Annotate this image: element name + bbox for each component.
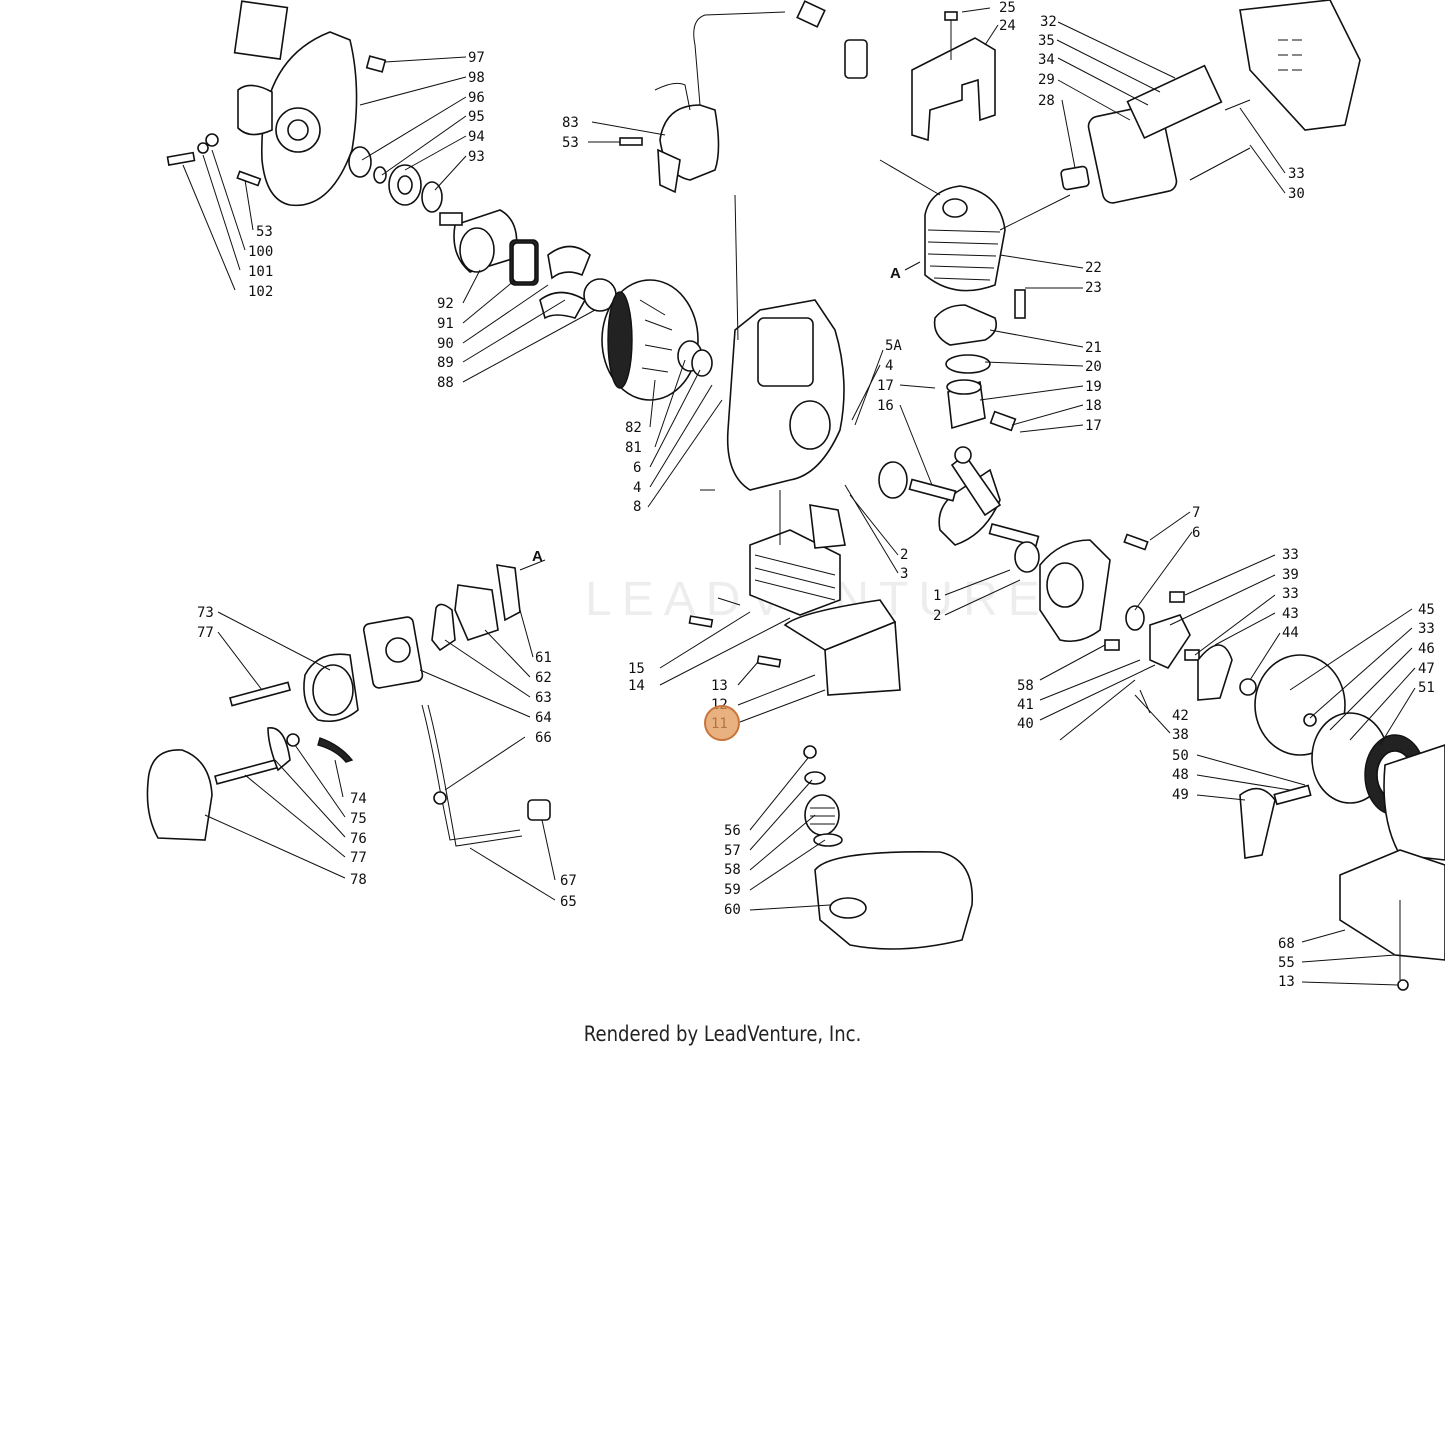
part-label[interactable]: 33 [1288, 166, 1305, 182]
part-label[interactable]: 58 [724, 862, 741, 878]
part-label[interactable]: 16 [877, 398, 894, 414]
part-label[interactable]: 42 [1172, 708, 1189, 724]
part-label[interactable]: 46 [1418, 641, 1435, 657]
part-label[interactable]: 15 [628, 661, 645, 677]
part-label[interactable]: 81 [625, 440, 642, 456]
part-label[interactable]: 73 [197, 605, 214, 621]
part-label[interactable]: 32 [1040, 14, 1057, 30]
part-label[interactable]: 48 [1172, 767, 1189, 783]
part-label[interactable]: 83 [562, 115, 579, 131]
part-label[interactable]: 60 [724, 902, 741, 918]
part-label[interactable]: 67 [560, 873, 577, 889]
part-label[interactable]: 38 [1172, 727, 1189, 743]
part-label[interactable]: 1 [933, 588, 941, 604]
part-label[interactable]: 33 [1282, 547, 1299, 563]
part-labels: 97 98 96 95 94 93 53 100 101 102 92 91 9… [197, 0, 1435, 990]
part-label[interactable]: 66 [535, 730, 552, 746]
part-label[interactable]: 3 [900, 566, 908, 582]
part-label[interactable]: 35 [1038, 33, 1055, 49]
part-label[interactable]: 100 [248, 244, 273, 260]
part-label[interactable]: 53 [256, 224, 273, 240]
part-label[interactable]: 59 [724, 882, 741, 898]
part-label[interactable]: 76 [350, 831, 367, 847]
part-label[interactable]: 40 [1017, 716, 1034, 732]
part-label[interactable]: 34 [1038, 52, 1055, 68]
part-label[interactable]: 47 [1418, 661, 1435, 677]
part-label[interactable]: 68 [1278, 936, 1295, 952]
part-label[interactable]: 4 [885, 358, 893, 374]
part-label[interactable]: 45 [1418, 602, 1435, 618]
part-label[interactable]: 24 [999, 18, 1016, 34]
part-label[interactable]: 58 [1017, 678, 1034, 694]
part-label[interactable]: 17 [1085, 418, 1102, 434]
part-label[interactable]: 62 [535, 670, 552, 686]
part-label[interactable]: 90 [437, 336, 454, 352]
part-label[interactable]: 23 [1085, 280, 1102, 296]
part-label[interactable]: 88 [437, 375, 454, 391]
part-label[interactable]: 13 [1278, 974, 1295, 990]
part-label[interactable]: 25 [999, 0, 1016, 16]
part-label[interactable]: 77 [197, 625, 214, 641]
part-label[interactable]: 51 [1418, 680, 1435, 696]
part-label[interactable]: 20 [1085, 359, 1102, 375]
part-label[interactable]: 55 [1278, 955, 1295, 971]
part-label[interactable]: 33 [1418, 621, 1435, 637]
part-label[interactable]: 94 [468, 129, 485, 145]
part-label[interactable]: 101 [248, 264, 273, 280]
part-label[interactable]: 30 [1288, 186, 1305, 202]
part-label[interactable]: 6 [633, 460, 641, 476]
part-label[interactable]: 53 [562, 135, 579, 151]
part-label[interactable]: 2 [933, 608, 941, 624]
part-label[interactable]: 14 [628, 678, 645, 694]
part-label[interactable]: 77 [350, 850, 367, 866]
part-label[interactable]: 43 [1282, 606, 1299, 622]
part-label[interactable]: 6 [1192, 525, 1200, 541]
part-label[interactable]: 97 [468, 50, 485, 66]
part-label[interactable]: 91 [437, 316, 454, 332]
part-label[interactable]: 56 [724, 823, 741, 839]
part-label[interactable]: 57 [724, 843, 741, 859]
part-label[interactable]: 33 [1282, 586, 1299, 602]
part-label[interactable]: 89 [437, 355, 454, 371]
part-label[interactable]: 78 [350, 872, 367, 888]
credit-text: Rendered by LeadVenture, Inc. [583, 1022, 862, 1046]
part-label[interactable]: 5A [885, 338, 902, 354]
part-label[interactable]: 19 [1085, 379, 1102, 395]
part-label[interactable]: 63 [535, 690, 552, 706]
part-label[interactable]: 64 [535, 710, 552, 726]
part-label[interactable]: 96 [468, 90, 485, 106]
part-label[interactable]: 61 [535, 650, 552, 666]
part-label[interactable]: 75 [350, 811, 367, 827]
part-label[interactable]: 22 [1085, 260, 1102, 276]
part-label[interactable]: 13 [711, 678, 728, 694]
reference-letter: A [890, 265, 901, 282]
part-label[interactable]: 50 [1172, 748, 1189, 764]
part-11-hotspot[interactable] [704, 705, 740, 741]
part-label[interactable]: 102 [248, 284, 273, 300]
part-label[interactable]: 41 [1017, 697, 1034, 713]
part-label[interactable]: 39 [1282, 567, 1299, 583]
part-label[interactable]: 28 [1038, 93, 1055, 109]
part-label[interactable]: 29 [1038, 72, 1055, 88]
part-label[interactable]: 21 [1085, 340, 1102, 356]
part-label[interactable]: 17 [877, 378, 894, 394]
part-label[interactable]: 82 [625, 420, 642, 436]
part-label[interactable]: 44 [1282, 625, 1299, 641]
part-label[interactable]: 98 [468, 70, 485, 86]
part-label[interactable]: 4 [633, 480, 641, 496]
parts-illustration [146, 0, 1445, 991]
part-label[interactable]: 7 [1192, 505, 1200, 521]
part-label[interactable]: 74 [350, 791, 367, 807]
reference-letter: A [532, 548, 543, 565]
part-label[interactable]: 93 [468, 149, 485, 165]
part-label[interactable]: 8 [633, 499, 641, 515]
part-label[interactable]: 49 [1172, 787, 1189, 803]
part-label[interactable]: 92 [437, 296, 454, 312]
part-label[interactable]: 95 [468, 109, 485, 125]
part-label[interactable]: 18 [1085, 398, 1102, 414]
part-label[interactable]: 2 [900, 547, 908, 563]
part-label[interactable]: 65 [560, 894, 577, 910]
leader-lines [182, 7, 1416, 986]
